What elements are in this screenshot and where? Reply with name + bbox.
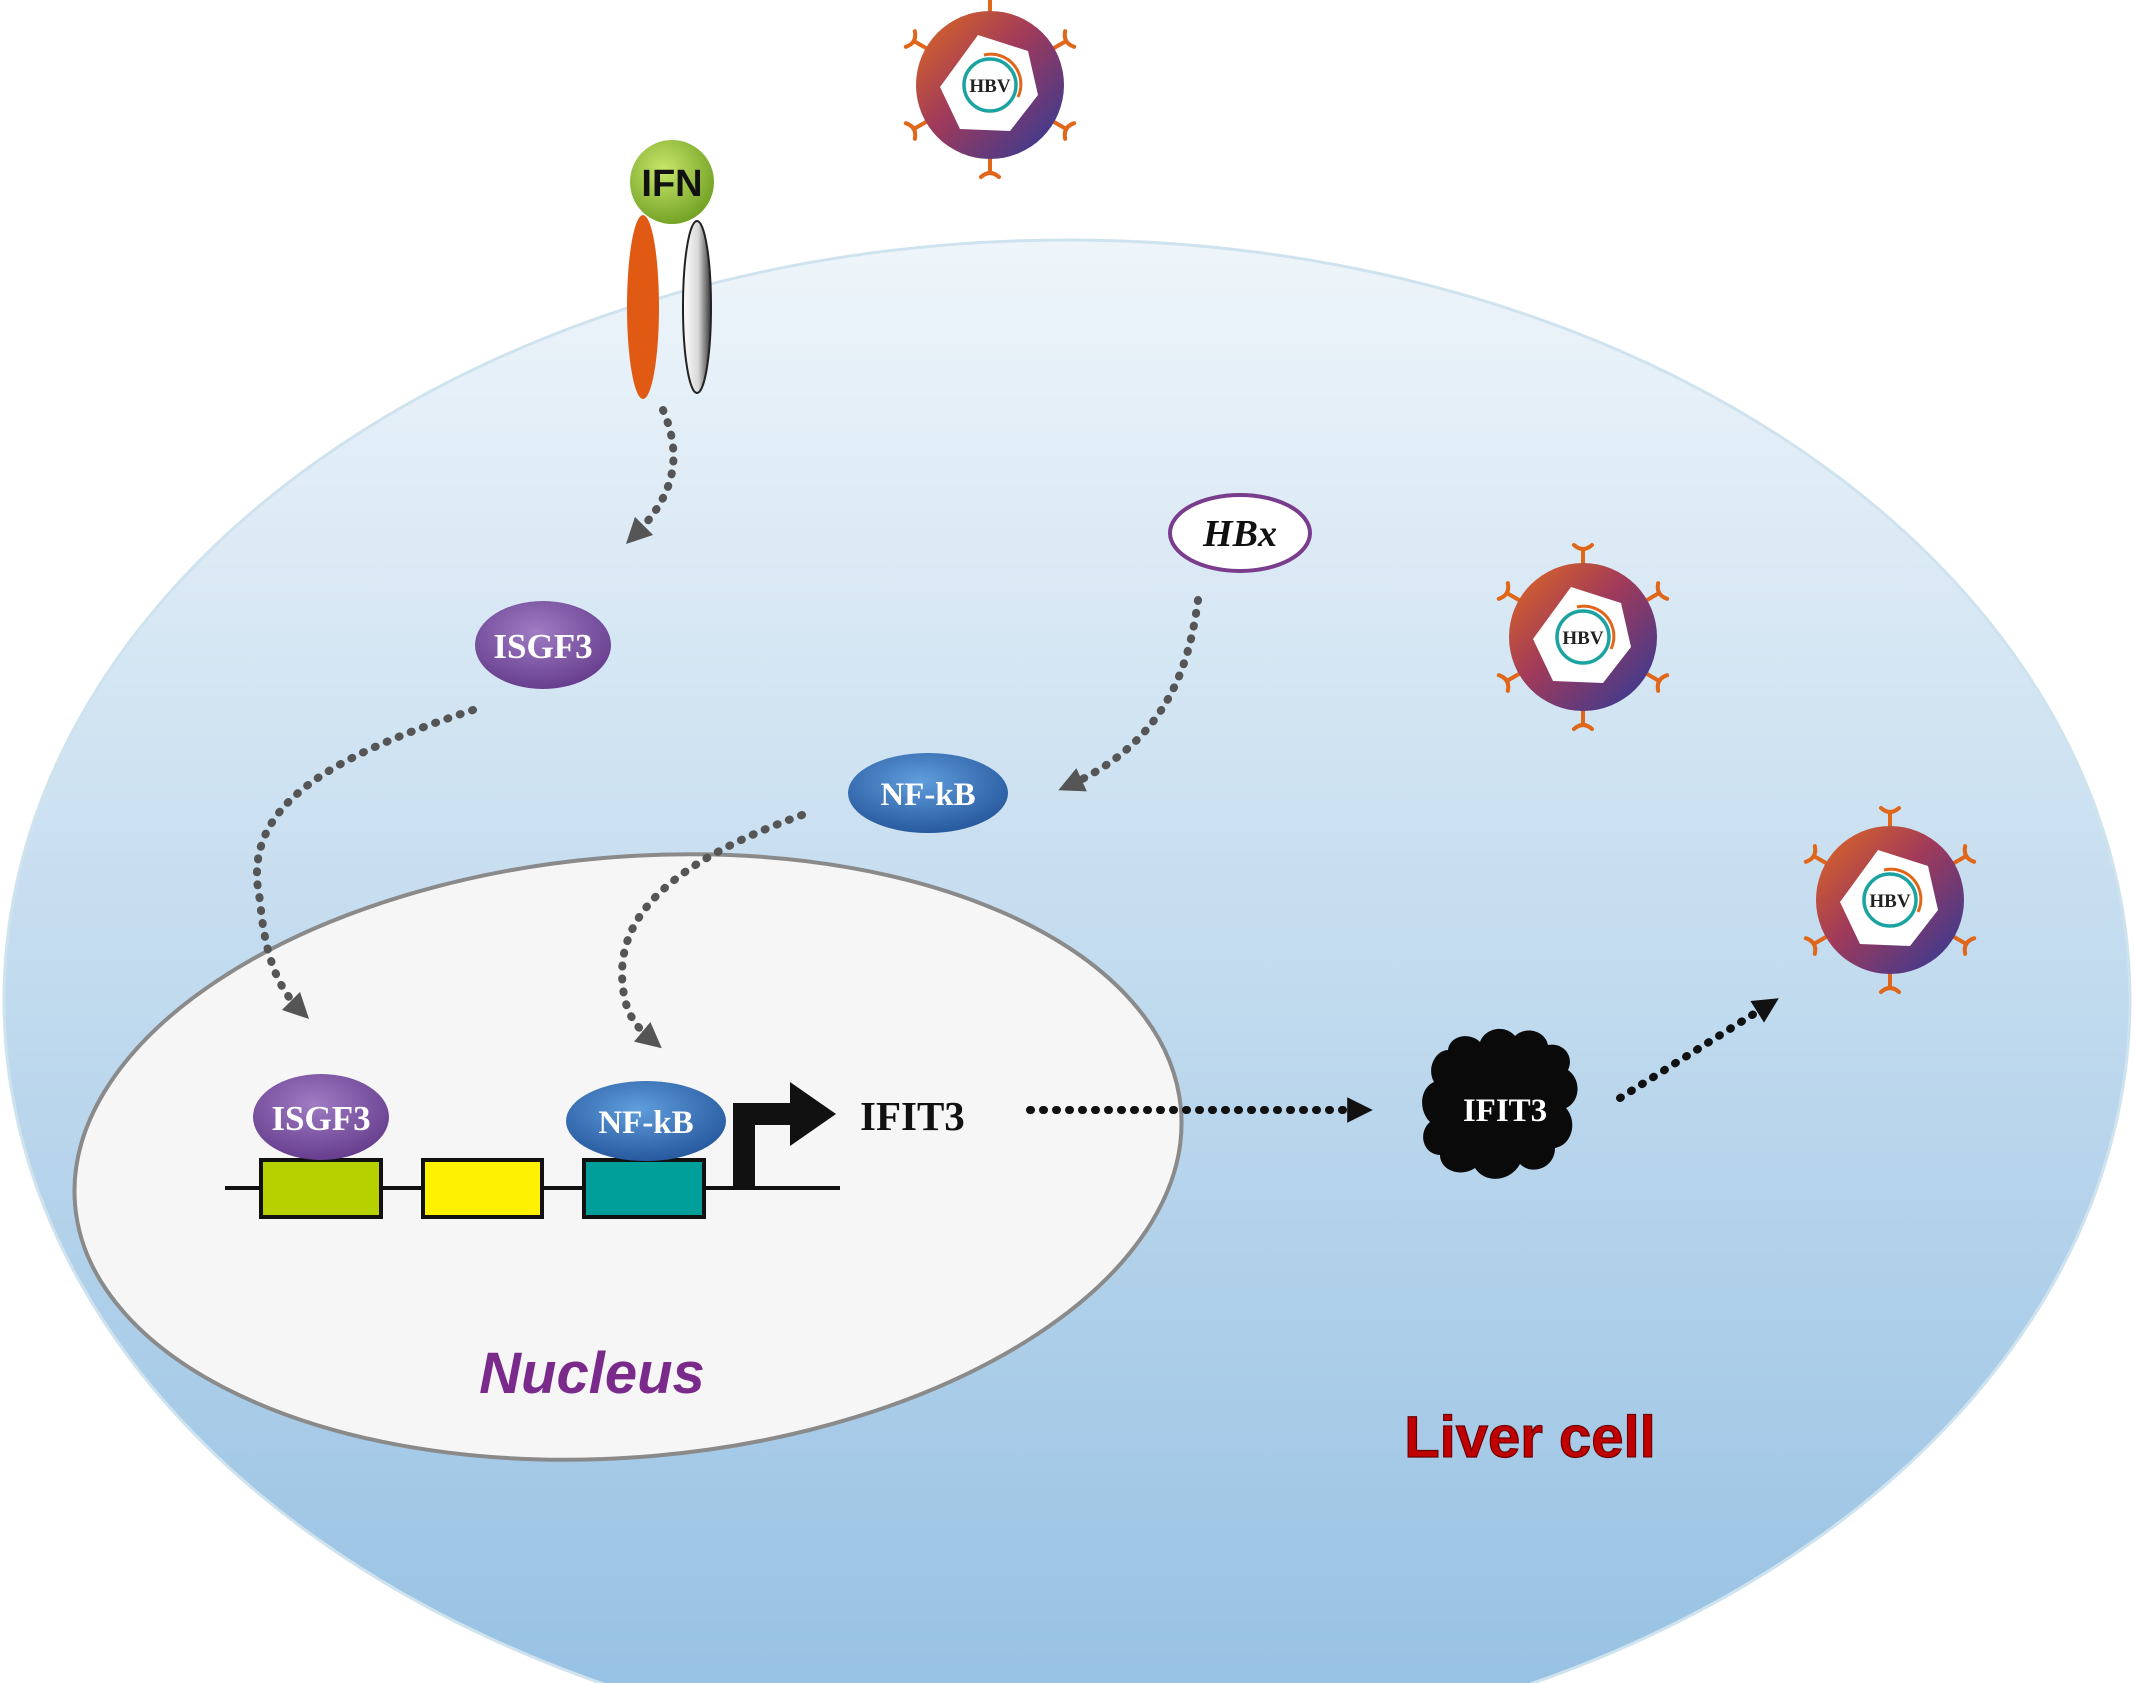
arrow-hbx-to-nfkb [1058, 596, 1202, 792]
hbv-virion-released: HBV [1803, 806, 1977, 994]
nucleus-label: Nucleus [479, 1341, 705, 1406]
arrow-ifn-to-isgf3 [625, 406, 678, 545]
nfkb-cytoplasm: NF-kB [848, 753, 1008, 833]
ifit3-gene-label: IFIT3 [860, 1093, 965, 1139]
nfkb-label: NF-kB [880, 777, 975, 813]
ifn-receptor: IFN [627, 140, 714, 399]
isgf3-cytoplasm: ISGF3 [475, 601, 611, 689]
hbx-node: HBx [1168, 493, 1312, 573]
nfkb-label: NF-kB [598, 1105, 693, 1141]
isre-box [259, 1158, 383, 1219]
liver-cell-label: Liver cell [1404, 1405, 1655, 1470]
receptor-chain-white [682, 220, 712, 394]
ifit3-protein-label: IFIT3 [1463, 1093, 1547, 1129]
receptor-chain-orange [627, 215, 659, 399]
arrow-nfkb-to-nucleus [618, 811, 806, 1049]
hbv-virion-cytoplasm: HBV [1496, 543, 1670, 731]
ifit3-protein: IFIT3 [1422, 1028, 1578, 1179]
isgf3-label: ISGF3 [493, 627, 592, 666]
arrow-ifit3-to-hbv [1616, 998, 1779, 1102]
isgf3-nucleus: ISGF3 [253, 1074, 389, 1160]
ifit3-protein-blob [1422, 1028, 1578, 1179]
transcription-start-arrow [733, 1082, 836, 1188]
hbv-virion-outside: HBV [903, 0, 1077, 179]
hbx-label: HBx [1202, 513, 1277, 555]
yellow-box [421, 1158, 544, 1219]
isgf3-label: ISGF3 [271, 1099, 370, 1138]
hbv-label: HBV [1869, 891, 1910, 912]
nfkb-nucleus: NF-kB [566, 1081, 726, 1161]
hbv-label: HBV [1562, 628, 1603, 649]
nfkb-site-box [582, 1158, 706, 1219]
ifn-ligand [630, 140, 714, 224]
ifn-label: IFN [641, 163, 702, 205]
hbv-label: HBV [969, 76, 1010, 97]
